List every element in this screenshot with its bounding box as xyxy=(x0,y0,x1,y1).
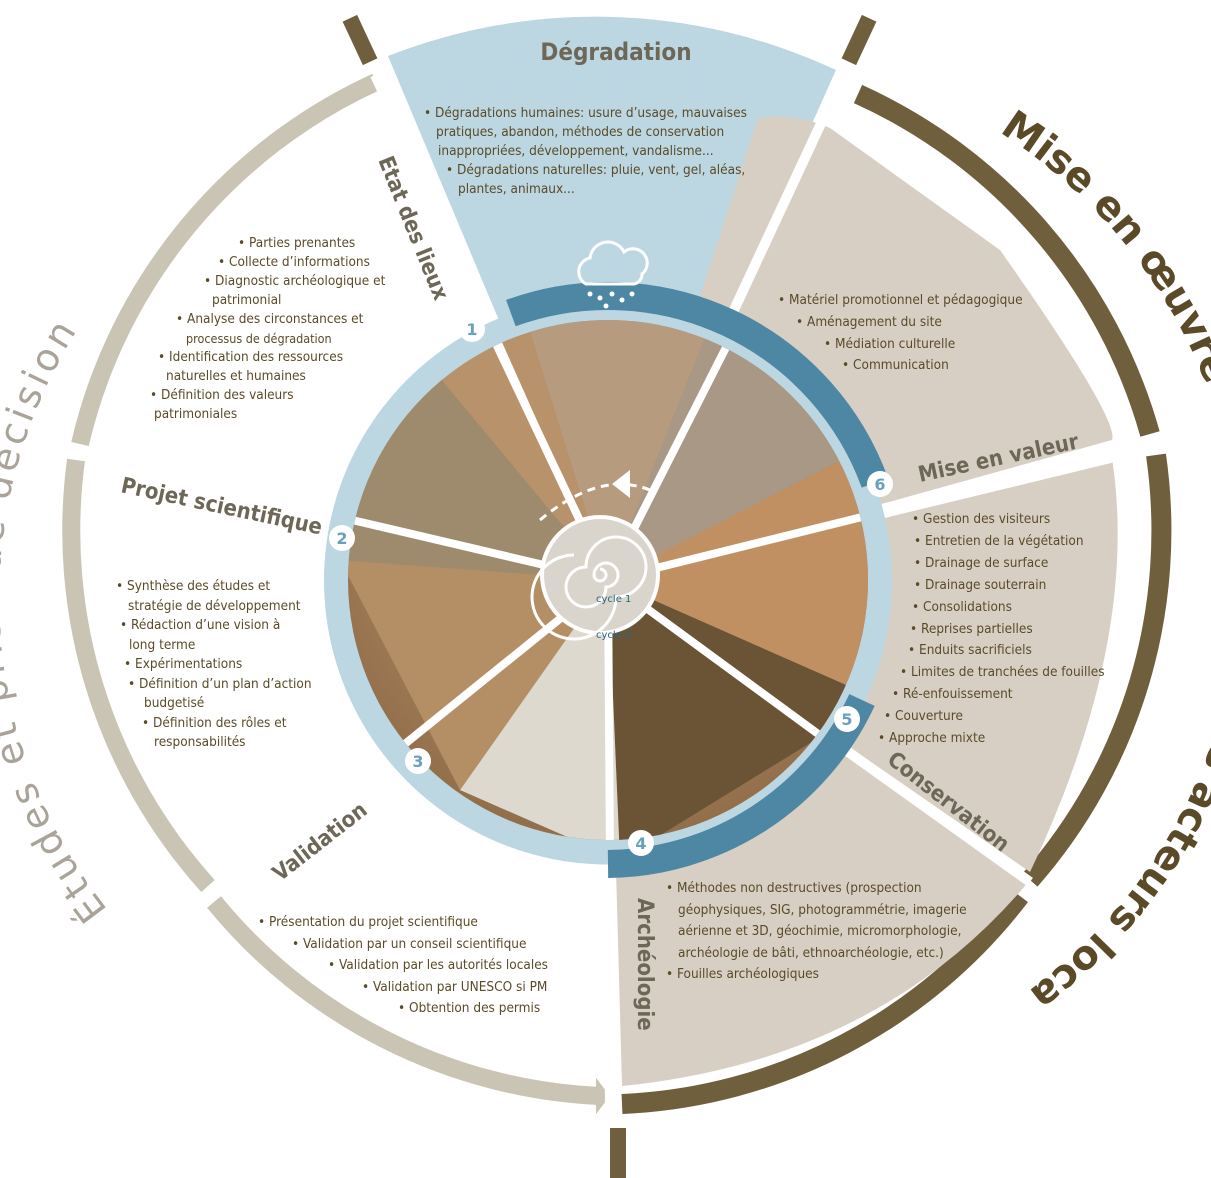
degradation-item-1-line-1: Dégradations humaines: usure d’usage, ma… xyxy=(424,104,764,123)
archeologie-item-2: Fouilles archéologiques xyxy=(666,964,966,986)
validation-items: Présentation du projet scientifique Vali… xyxy=(258,912,578,1020)
mise-en-valeur-item-4: Communication xyxy=(778,355,1058,377)
archeologie-items: Méthodes non destructives (prospection g… xyxy=(666,878,967,986)
conservation-item-1: Gestion des visiteurs xyxy=(878,509,1128,531)
mise-en-valeur-item-1: Matériel promotionnel et pédagogique xyxy=(778,290,1058,312)
projet-item-3: Expérimentations xyxy=(116,655,346,675)
step-number-6: 6 xyxy=(874,475,885,494)
projet-item-2-line-2: long terme xyxy=(129,636,196,653)
projet-item-4-line-1: Définition d’un plan d’action xyxy=(116,675,346,695)
archeologie-item-1-line-4: archéologie de bâti, ethnoarchéologie, e… xyxy=(678,944,944,961)
etat-item-5-line-2: naturelles et humaines xyxy=(166,368,306,384)
archeologie-item-1-line-2: géophysiques, SIG, photogrammétrie, imag… xyxy=(678,901,967,918)
validation-item-1: Présentation du projet scientifique xyxy=(258,912,578,934)
mise-en-valeur-item-2: Aménagement du site xyxy=(778,312,1058,334)
step-number-4: 4 xyxy=(635,834,646,853)
validation-item-2: Validation par un conseil scientifique xyxy=(258,934,578,956)
mise-en-valeur-item-3: Médiation culturelle xyxy=(778,334,1058,356)
etat-item-5-line-1: Identification des ressources xyxy=(150,348,400,367)
projet-item-5-line-1: Définition des rôles et xyxy=(116,714,346,734)
step-number-2: 2 xyxy=(336,529,347,548)
conservation-item-6: Reprises partielles xyxy=(878,619,1128,641)
etat-item-3-line-2: patrimonial xyxy=(212,292,282,308)
etat-item-2: Collecte d’informations xyxy=(150,253,400,272)
outer-ring-implementation xyxy=(621,84,1172,1114)
degradation-item-2-line-1: Dégradations naturelles: pluie, vent, ge… xyxy=(424,161,764,180)
etat-item-4-line-1: Analyse des circonstances et xyxy=(150,310,400,329)
conservation-item-11: Approche mixte xyxy=(878,728,1128,750)
cycle-2-label: cycle 2 xyxy=(596,630,631,641)
rain-cloud-icon xyxy=(577,240,649,309)
conservation-item-3: Drainage de surface xyxy=(878,553,1128,575)
projet-item-1-line-2: stratégie de développement xyxy=(128,597,301,614)
conservation-item-4: Drainage souterrain xyxy=(878,575,1128,597)
projet-item-1-line-1: Synthèse des études et xyxy=(116,577,346,597)
conservation-item-8: Limites de tranchées de fouilles xyxy=(878,662,1128,684)
degradation-items: Dégradations humaines: usure d’usage, ma… xyxy=(424,104,764,199)
degradation-item-1-line-2: pratiques, abandon, méthodes de conserva… xyxy=(436,124,725,140)
step-number-3: 3 xyxy=(412,752,423,771)
etat-item-1: Parties prenantes xyxy=(150,234,400,253)
conservation-item-7: Enduits sacrificiels xyxy=(878,640,1128,662)
degradation-title: Dégradation xyxy=(540,38,691,66)
step-number-1: 1 xyxy=(466,320,477,339)
validation-item-4: Validation par UNESCO si PM xyxy=(258,977,578,999)
etat-items: Parties prenantes Collecte d’information… xyxy=(150,234,400,424)
projet-items: Synthèse des études et stratégie de déve… xyxy=(116,577,346,753)
cycle-1-label: cycle 1 xyxy=(596,594,631,605)
spiral-icon xyxy=(530,470,660,641)
etat-item-6-line-1: Définition des valeurs xyxy=(150,386,400,405)
outer-ticks xyxy=(342,14,877,1178)
etat-item-6-line-2: patrimoniales xyxy=(154,406,238,422)
conservation-item-9: Ré-enfouissement xyxy=(878,684,1128,706)
etat-item-4-line-2: processus de dégradation xyxy=(186,331,332,346)
outer-ring-studies xyxy=(62,73,610,1114)
validation-item-3: Validation par les autorités locales xyxy=(258,955,578,977)
archeologie-item-1-line-3: aérienne et 3D, géochimie, micromorpholo… xyxy=(678,923,962,939)
etat-item-3-line-1: Diagnostic archéologique et xyxy=(150,272,400,291)
conservation-item-2: Entretien de la végétation xyxy=(878,531,1128,553)
archeologie-title: Archéologie xyxy=(632,898,657,1031)
conservation-items: Gestion des visiteurs Entretien de la vé… xyxy=(878,509,1128,750)
degradation-item-2-line-2: plantes, animaux... xyxy=(458,181,575,197)
projet-item-4-line-2: budgetisé xyxy=(144,695,205,711)
mise-en-valeur-items: Matériel promotionnel et pédagogique Amé… xyxy=(778,290,1058,377)
conservation-item-5: Consolidations xyxy=(878,597,1128,619)
projet-item-5-line-2: responsabilités xyxy=(154,734,246,750)
conservation-item-10: Couverture xyxy=(878,706,1128,728)
validation-item-5: Obtention des permis xyxy=(258,998,578,1020)
degradation-item-1-line-3: inappropriées, développement, vandalisme… xyxy=(438,143,714,159)
projet-item-2-line-1: Rédaction d’une vision à xyxy=(116,616,346,636)
step-number-5: 5 xyxy=(841,710,852,729)
archeologie-item-1-line-1: Méthodes non destructives (prospection xyxy=(666,878,966,900)
